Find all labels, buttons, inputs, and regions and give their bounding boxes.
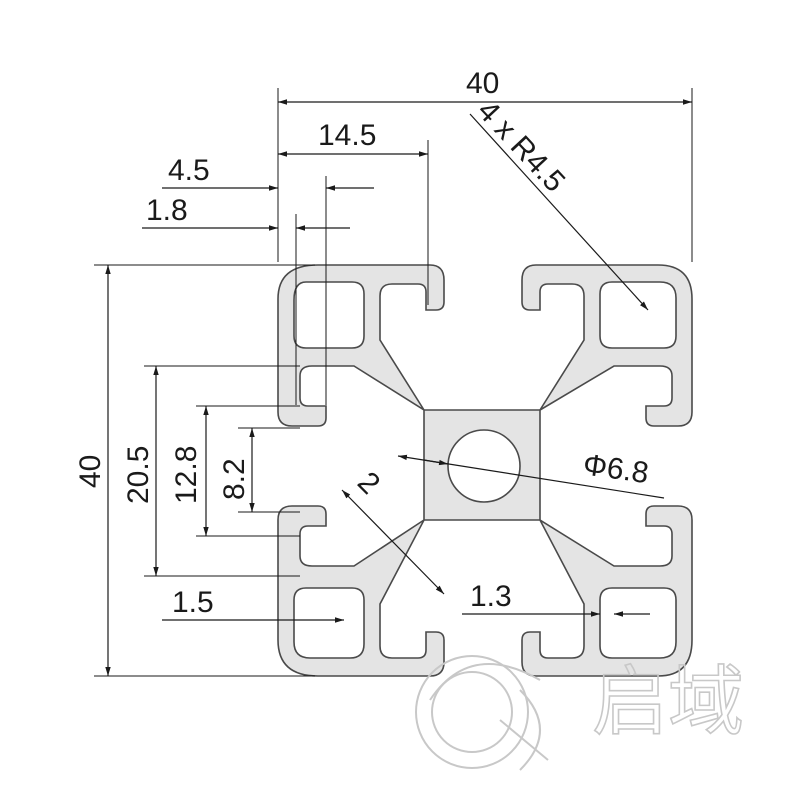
label-wall-thickness: 1.8 [146,194,188,227]
watermark-text: 启域 [592,657,744,746]
label-slot-opening-inner: 8.2 [218,458,251,500]
center-bore [447,429,521,503]
corner-chamber-top-left [293,281,365,349]
corner-chamber-bottom-left [293,587,365,659]
label-web-thickness: 1.3 [470,580,512,613]
label-flange-thickness: 1.5 [172,586,214,619]
label-slot-offset: 14.5 [318,119,376,152]
corner-chamber-bottom-right [599,587,677,659]
label-overall-height: 40 [74,455,107,488]
label-corner-radius: 4 x R4.5 [471,94,571,198]
corner-chamber-top-right [599,281,677,349]
label-slot-opening-mid: 12.8 [170,446,203,504]
label-diagonal-web: 2 [351,466,386,501]
label-overall-width: 40 [466,67,499,100]
watermark-logo-icon [415,655,549,771]
dim-line-corner-radius [469,113,649,311]
extension-lines [94,88,693,677]
label-slot-width-outer: 4.5 [168,154,210,187]
dimension-lines [105,99,692,676]
watermark: 启域 [415,655,745,771]
dim-line-diagonal-web [341,489,445,595]
dim-line-center-bore-b [423,459,449,466]
label-slot-opening-outer: 20.5 [122,446,155,504]
label-center-bore: Φ6.8 [581,448,651,490]
